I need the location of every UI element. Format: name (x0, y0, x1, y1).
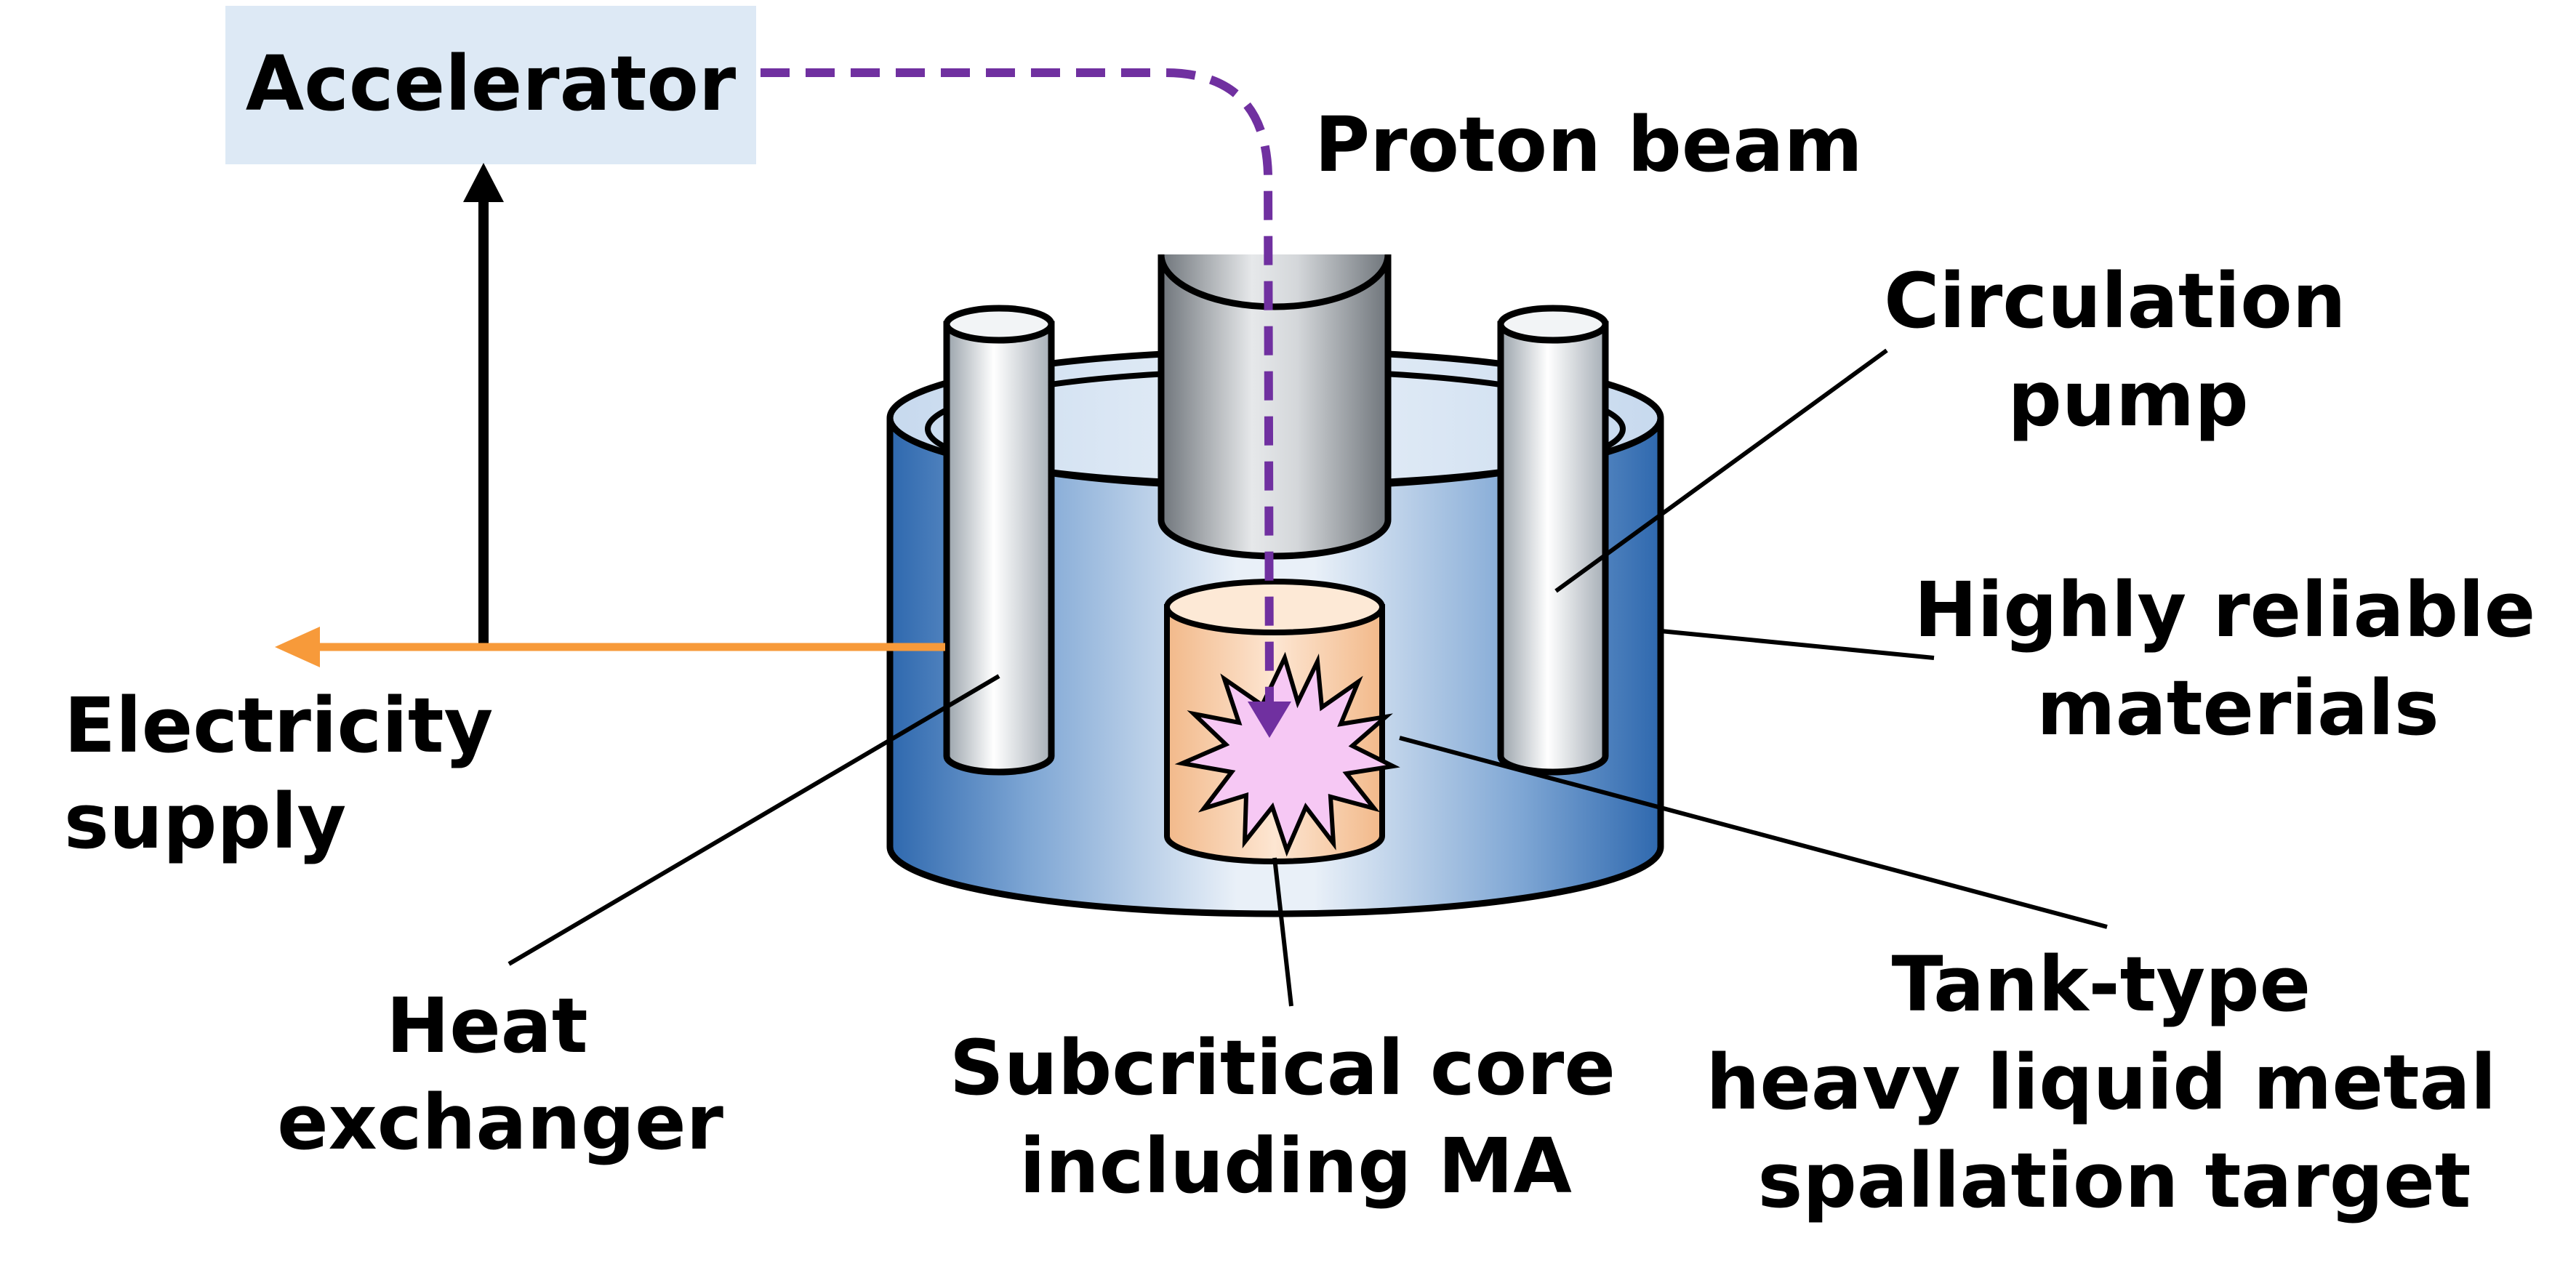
leader-spallation-target (1399, 736, 2108, 929)
beam-guide-tube (1157, 254, 1392, 560)
proton-beam-label: Proton beam (1315, 100, 1863, 189)
circulation-pump-label: Circulation pump (1884, 257, 2372, 443)
subcritical-core-label: Subcritical core including MA (950, 1024, 1642, 1210)
accelerator-box (225, 6, 756, 164)
circulation-pump-pipe (1497, 305, 1609, 776)
leader-circulation-pump (1554, 348, 1888, 593)
leader-lines (507, 348, 2108, 1007)
heat-exchanger-label: Heat exchanger (277, 981, 723, 1167)
leader-heat-exchanger (507, 674, 1000, 966)
spallation-target-label: Tank-type heavy liquid metal spallation … (1706, 940, 2522, 1225)
proton-beam-path (761, 68, 1291, 738)
accelerator-label: Accelerator (246, 39, 736, 128)
starburst-icon (1174, 651, 1400, 857)
heat-exchanger-pipe (943, 305, 1055, 776)
leader-subcritical-core (1272, 857, 1293, 1007)
electricity-flow-arrow (275, 627, 945, 667)
power-to-accelerator-arrow (463, 163, 504, 646)
highly-reliable-materials-label: Highly reliable materials (1914, 566, 2562, 752)
leader-highly-reliable-materials (1660, 629, 1935, 660)
electricity-supply-label: Electricity supply (64, 681, 520, 866)
